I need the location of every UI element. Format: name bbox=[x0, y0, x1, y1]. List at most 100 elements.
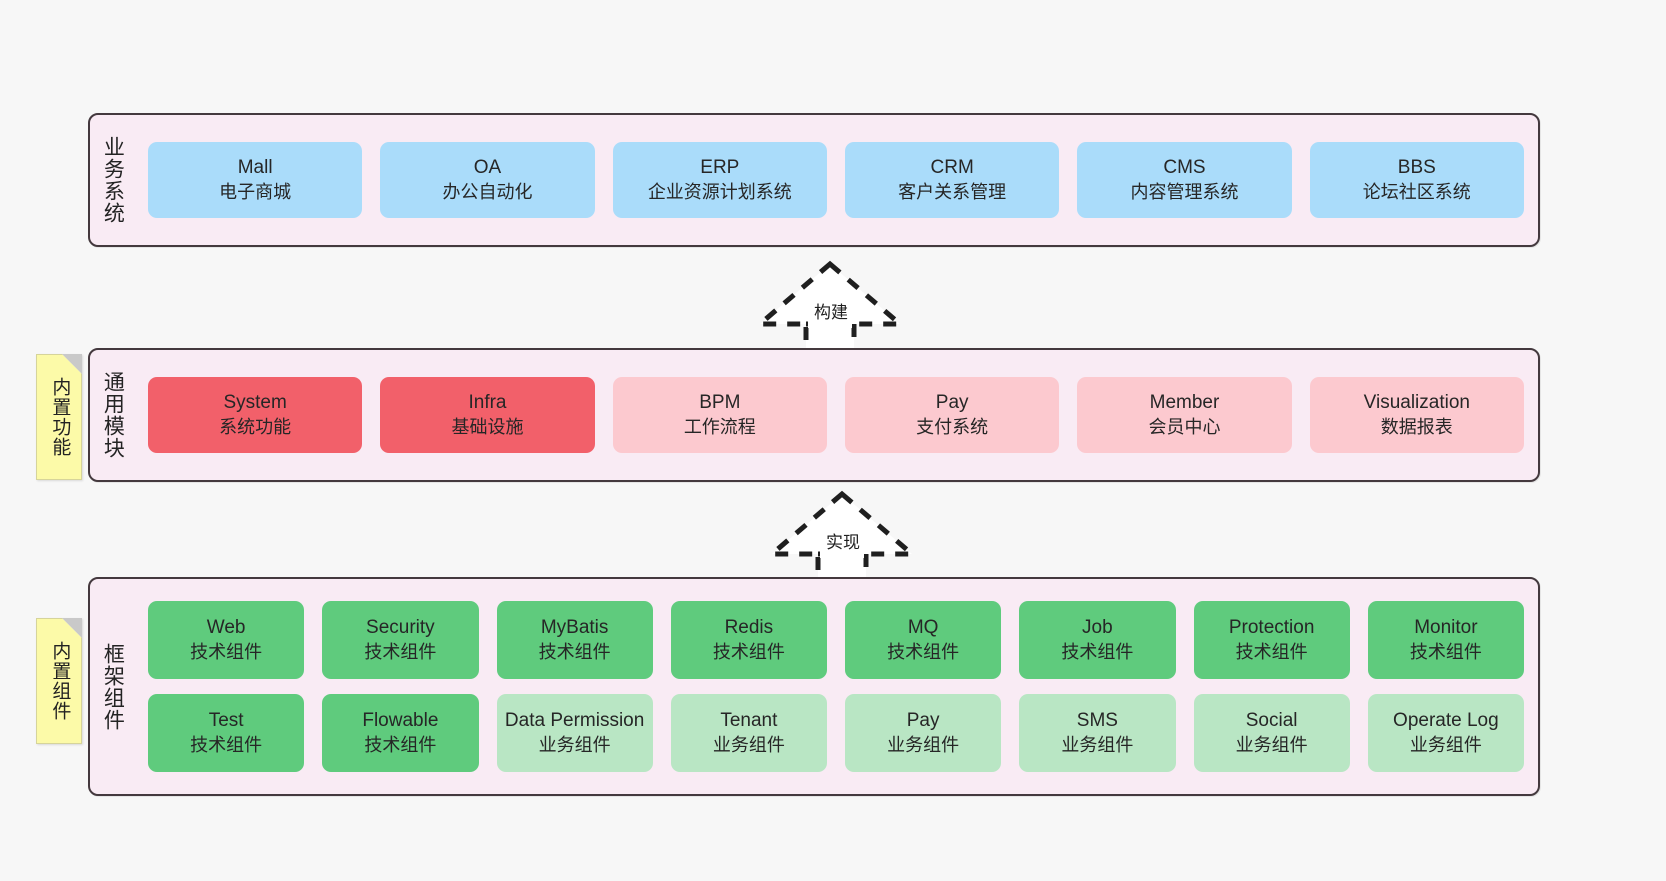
card-title: Infra bbox=[468, 392, 507, 414]
card-subtitle: 技术组件 bbox=[1061, 641, 1134, 662]
card-subtitle: 数据报表 bbox=[1380, 416, 1453, 437]
card-title: ERP bbox=[700, 157, 740, 179]
card-title: Web bbox=[206, 617, 246, 639]
card-security[interactable]: Security 技术组件 bbox=[322, 601, 479, 679]
card-job[interactable]: Job 技术组件 bbox=[1019, 601, 1176, 679]
generalization-arrow-icon bbox=[753, 260, 907, 358]
card-subtitle: 业务组件 bbox=[1061, 734, 1134, 755]
card-subtitle: 办公自动化 bbox=[442, 181, 533, 202]
section-business: 业务系统 Mall 电子商城 OA 办公自动化 ERP 企业资源计划系统 CRM… bbox=[88, 113, 1540, 247]
card-title: Monitor bbox=[1414, 617, 1478, 639]
card-mybatis[interactable]: MyBatis 技术组件 bbox=[496, 601, 653, 679]
card-title: Visualization bbox=[1363, 392, 1470, 414]
card-subtitle: 基础设施 bbox=[451, 416, 524, 437]
card-title: System bbox=[223, 392, 287, 414]
card-bbs[interactable]: BBS 论坛社区系统 bbox=[1309, 142, 1524, 218]
card-grid-framework: Web 技术组件 Security 技术组件 MyBatis 技术组件 Redi… bbox=[134, 579, 1538, 794]
card-subtitle: 系统功能 bbox=[219, 416, 292, 437]
card-subtitle: 技术组件 bbox=[1409, 641, 1482, 662]
card-subtitle: 业务组件 bbox=[1409, 734, 1482, 755]
card-title: Pay bbox=[935, 392, 969, 414]
card-title: MyBatis bbox=[540, 617, 609, 639]
card-social[interactable]: Social 业务组件 bbox=[1193, 694, 1350, 772]
card-row: Mall 电子商城 OA 办公自动化 ERP 企业资源计划系统 CRM 客户关系… bbox=[148, 142, 1524, 218]
card-visualization[interactable]: Visualization 数据报表 bbox=[1309, 377, 1524, 453]
card-subtitle: 技术组件 bbox=[1235, 641, 1308, 662]
section-framework-components: 框架组件 Web 技术组件 Security 技术组件 MyBatis 技术组件… bbox=[88, 577, 1540, 796]
card-subtitle: 客户关系管理 bbox=[898, 181, 1007, 202]
card-title: BPM bbox=[699, 392, 741, 414]
card-subtitle: 技术组件 bbox=[887, 641, 960, 662]
card-oa[interactable]: OA 办公自动化 bbox=[380, 142, 595, 218]
card-subtitle: 业务组件 bbox=[1235, 734, 1308, 755]
card-sms[interactable]: SMS 业务组件 bbox=[1019, 694, 1176, 772]
card-title: Test bbox=[208, 710, 244, 732]
section-label-business: 业务系统 bbox=[101, 136, 125, 224]
card-infra[interactable]: Infra 基础设施 bbox=[380, 377, 595, 453]
card-mq[interactable]: MQ 技术组件 bbox=[845, 601, 1002, 679]
arrow-label-build: 构建 bbox=[814, 303, 848, 322]
card-monitor[interactable]: Monitor 技术组件 bbox=[1367, 601, 1524, 679]
card-title: Member bbox=[1149, 392, 1220, 414]
card-title: Tenant bbox=[720, 710, 778, 732]
card-subtitle: 电子商城 bbox=[219, 181, 292, 202]
card-grid-business: Mall 电子商城 OA 办公自动化 ERP 企业资源计划系统 CRM 客户关系… bbox=[134, 115, 1538, 245]
card-title: Flowable bbox=[362, 710, 439, 732]
card-operate-log[interactable]: Operate Log 业务组件 bbox=[1367, 694, 1524, 772]
card-title: Social bbox=[1245, 710, 1298, 732]
card-title: Data Permission bbox=[504, 710, 645, 732]
section-common-modules: 通用模块 System 系统功能 Infra 基础设施 BPM 工作流程 Pay… bbox=[88, 348, 1540, 482]
card-subtitle: 技术组件 bbox=[190, 734, 263, 755]
section-label-common: 通用模块 bbox=[101, 371, 125, 459]
card-subtitle: 技术组件 bbox=[712, 641, 785, 662]
card-subtitle: 业务组件 bbox=[538, 734, 611, 755]
card-title: MQ bbox=[907, 617, 939, 639]
card-row: Test 技术组件 Flowable 技术组件 Data Permission … bbox=[148, 694, 1524, 772]
card-web[interactable]: Web 技术组件 bbox=[148, 601, 305, 679]
card-title: Protection bbox=[1228, 617, 1315, 639]
arrow-label-implement: 实现 bbox=[826, 533, 860, 552]
card-pay-business[interactable]: Pay 业务组件 bbox=[845, 694, 1002, 772]
note-builtin-components: 内置组件 bbox=[36, 618, 82, 744]
card-title: SMS bbox=[1076, 710, 1118, 732]
card-redis[interactable]: Redis 技术组件 bbox=[670, 601, 827, 679]
arrow-implement: 实现 bbox=[762, 488, 922, 588]
card-data-permission[interactable]: Data Permission 业务组件 bbox=[496, 694, 653, 772]
card-title: OA bbox=[473, 157, 502, 179]
card-subtitle: 技术组件 bbox=[364, 641, 437, 662]
card-test[interactable]: Test 技术组件 bbox=[148, 694, 305, 772]
card-member[interactable]: Member 会员中心 bbox=[1077, 377, 1292, 453]
card-subtitle: 业务组件 bbox=[712, 734, 785, 755]
card-subtitle: 内容管理系统 bbox=[1130, 181, 1239, 202]
card-subtitle: 企业资源计划系统 bbox=[647, 181, 792, 202]
card-title: Operate Log bbox=[1393, 710, 1499, 732]
card-row: Web 技术组件 Security 技术组件 MyBatis 技术组件 Redi… bbox=[148, 601, 1524, 679]
note-builtin-features: 内置功能 bbox=[36, 354, 82, 480]
arrow-build: 构建 bbox=[750, 258, 910, 358]
card-system[interactable]: System 系统功能 bbox=[148, 377, 363, 453]
card-subtitle: 技术组件 bbox=[364, 734, 437, 755]
card-pay[interactable]: Pay 支付系统 bbox=[844, 377, 1060, 453]
card-subtitle: 工作流程 bbox=[683, 416, 756, 437]
card-title: Security bbox=[366, 617, 435, 639]
card-subtitle: 支付系统 bbox=[916, 416, 989, 437]
card-bpm[interactable]: BPM 工作流程 bbox=[612, 377, 827, 453]
card-subtitle: 论坛社区系统 bbox=[1362, 181, 1471, 202]
card-title: Mall bbox=[237, 157, 273, 179]
card-crm[interactable]: CRM 客户关系管理 bbox=[844, 142, 1060, 218]
card-flowable[interactable]: Flowable 技术组件 bbox=[322, 694, 479, 772]
card-title: CRM bbox=[930, 157, 974, 179]
card-mall[interactable]: Mall 电子商城 bbox=[148, 142, 363, 218]
card-subtitle: 技术组件 bbox=[190, 641, 263, 662]
card-erp[interactable]: ERP 企业资源计划系统 bbox=[612, 142, 827, 218]
card-tenant[interactable]: Tenant 业务组件 bbox=[670, 694, 827, 772]
section-label-framework: 框架组件 bbox=[101, 642, 125, 731]
card-protection[interactable]: Protection 技术组件 bbox=[1193, 601, 1350, 679]
card-title: CMS bbox=[1163, 157, 1206, 179]
card-row: System 系统功能 Infra 基础设施 BPM 工作流程 Pay 支付系统… bbox=[148, 377, 1524, 453]
card-subtitle: 业务组件 bbox=[887, 734, 960, 755]
card-grid-common: System 系统功能 Infra 基础设施 BPM 工作流程 Pay 支付系统… bbox=[134, 350, 1538, 480]
card-cms[interactable]: CMS 内容管理系统 bbox=[1077, 142, 1292, 218]
card-subtitle: 技术组件 bbox=[538, 641, 611, 662]
